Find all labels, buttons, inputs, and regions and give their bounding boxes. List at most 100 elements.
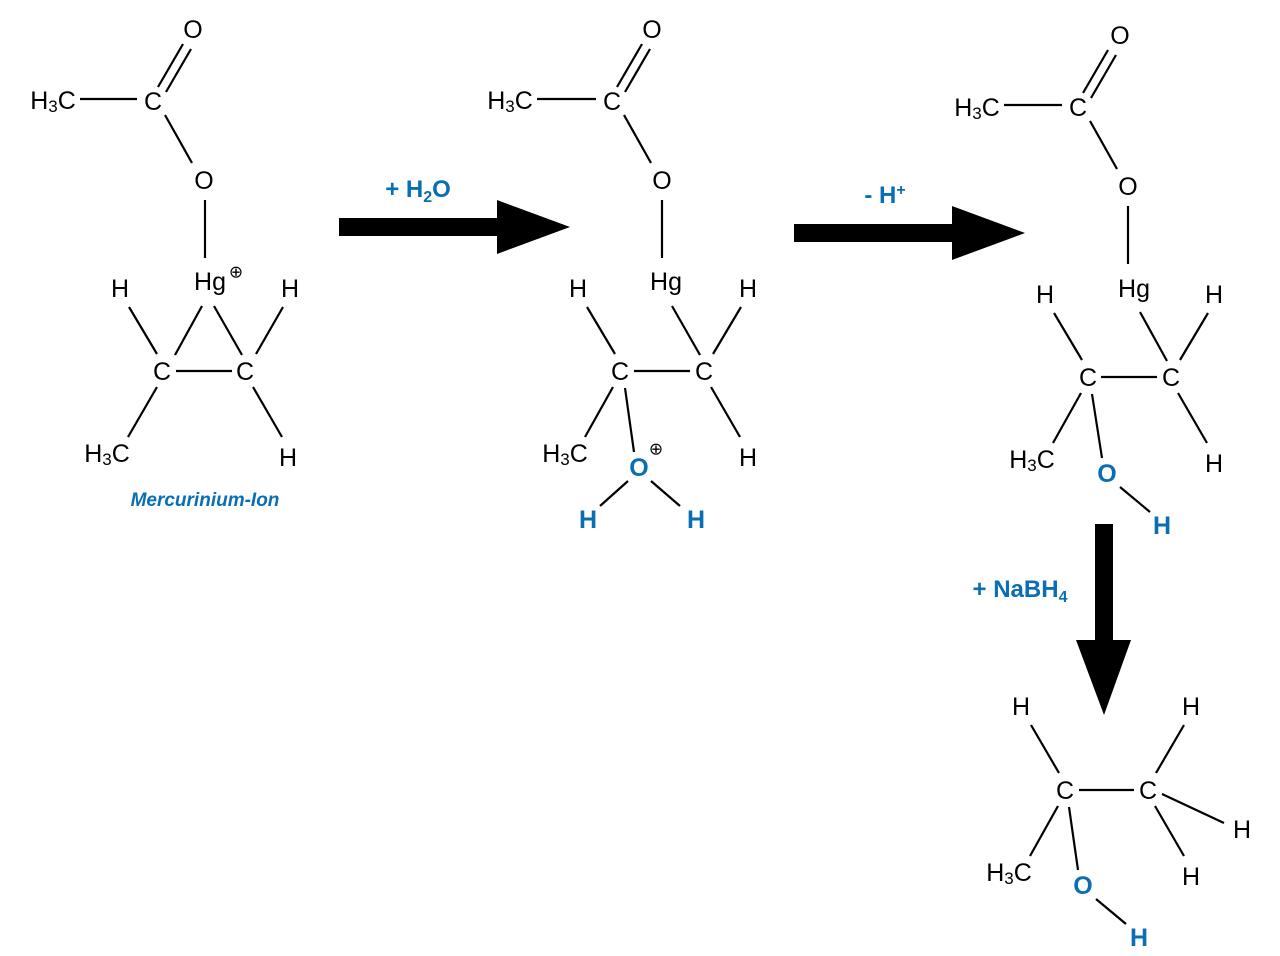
molecule-alcohol-product: H H C C H3C O H H H	[986, 693, 1251, 952]
molecule-mercurinium-ion: O H3C C O Hg ⊕ H H C C H3C H Mercurinium…	[30, 16, 299, 511]
arrow-head-icon	[952, 206, 1025, 260]
atom-carbon: C	[603, 88, 621, 116]
atom-hydrogen: H	[1036, 281, 1054, 309]
bond	[174, 305, 203, 356]
bond	[1095, 898, 1127, 925]
atom-hydrogen-hydroxyl: H	[1153, 512, 1171, 540]
atom-oxygen-oxonium: O	[629, 454, 648, 482]
atom-oxygen: O	[194, 167, 213, 195]
bond	[1067, 806, 1080, 871]
bond	[157, 43, 184, 88]
bond	[127, 386, 158, 438]
atom-carbon: C	[611, 358, 629, 386]
methyl-group: H3C	[542, 440, 588, 469]
atom-oxygen: O	[652, 167, 671, 195]
bond	[165, 48, 192, 93]
methyl-group: H3C	[487, 87, 533, 116]
bond	[1177, 392, 1208, 444]
atom-hydrogen: H	[1182, 863, 1200, 891]
atom-hydrogen: H	[111, 275, 129, 303]
arrow-shaft	[794, 224, 954, 242]
atom-hydrogen: H	[279, 444, 297, 472]
bond	[616, 43, 643, 88]
arrow-head-icon	[1076, 640, 1131, 715]
bond	[128, 306, 158, 355]
arrow-head-icon	[497, 200, 570, 254]
bond	[1052, 392, 1082, 444]
bond	[1029, 805, 1059, 857]
bond	[650, 480, 681, 507]
atom-oxygen: O	[183, 16, 202, 44]
methyl-group: H3C	[30, 87, 76, 116]
atom-oxygen: O	[1118, 173, 1137, 201]
reaction-arrow-1: + H2O	[339, 176, 570, 254]
bond	[1161, 793, 1225, 824]
arrow-shaft	[1095, 524, 1113, 642]
atom-hydrogen: H	[1233, 816, 1251, 844]
bond	[255, 306, 284, 355]
bond	[1090, 54, 1117, 99]
atom-carbon: C	[695, 358, 713, 386]
atom-hydrogen: H	[569, 275, 587, 303]
atom-mercury: Hg	[650, 268, 682, 296]
atom-mercury: Hg	[194, 268, 226, 296]
bond	[1089, 120, 1118, 170]
atom-oxygen: O	[642, 16, 661, 44]
bond	[586, 306, 616, 355]
atom-oxygen-hydroxyl: O	[1097, 460, 1116, 488]
molecule-organomercury-alcohol: O H3C C O Hg H H C C H3C O H H	[954, 22, 1223, 540]
bond	[599, 480, 629, 507]
reagent-sodium-borohydride: + NaBH4	[973, 576, 1068, 606]
methyl-group: H3C	[1009, 446, 1055, 475]
bond	[624, 48, 651, 93]
atom-hydrogen: H	[1205, 450, 1223, 478]
atom-hydrogen-water: H	[579, 506, 597, 534]
bond	[1154, 805, 1185, 857]
bond	[623, 387, 636, 453]
reaction-arrow-2: - H+	[794, 182, 1025, 260]
bond	[710, 386, 741, 438]
bond	[1139, 311, 1168, 362]
atom-hydrogen-hydroxyl: H	[1130, 924, 1148, 952]
methyl-group: H3C	[986, 859, 1032, 888]
atom-carbon: C	[1056, 777, 1074, 805]
atom-carbon: C	[236, 358, 254, 386]
molecule-oxonium-intermediate: O H3C C O Hg H H C C H3C O ⊕ H H H	[487, 16, 757, 534]
methyl-group: H3C	[84, 440, 130, 469]
bond	[213, 305, 243, 356]
atom-mercury: Hg	[1118, 275, 1150, 303]
bond	[1155, 724, 1185, 774]
atom-carbon: C	[1162, 364, 1180, 392]
atom-hydrogen: H	[281, 275, 299, 303]
bond	[671, 305, 701, 356]
atom-carbon: C	[1079, 364, 1097, 392]
atom-oxygen-hydroxyl: O	[1073, 872, 1092, 900]
atom-hydrogen: H	[1205, 281, 1223, 309]
reagent-proton-loss: - H+	[864, 182, 905, 209]
positive-charge-icon: ⊕	[229, 263, 243, 282]
atom-carbon: C	[153, 358, 171, 386]
atom-hydrogen: H	[739, 275, 757, 303]
atom-hydrogen: H	[1182, 693, 1200, 721]
bond	[1119, 486, 1151, 513]
positive-charge-icon: ⊕	[649, 440, 663, 459]
bond	[623, 114, 652, 164]
atom-oxygen: O	[1110, 22, 1129, 50]
methyl-group: H3C	[954, 94, 1000, 123]
bond	[1179, 312, 1209, 361]
arrow-shaft	[339, 218, 499, 236]
atom-hydrogen: H	[739, 444, 757, 472]
mercurinium-label: Mercurinium-Ion	[131, 490, 280, 511]
atom-hydrogen-water: H	[687, 506, 705, 534]
atom-carbon: C	[1139, 777, 1157, 805]
bond	[1030, 724, 1060, 774]
bond	[252, 386, 283, 438]
bond	[1082, 49, 1109, 94]
reagent-water: + H2O	[385, 176, 451, 206]
atom-hydrogen: H	[1012, 693, 1030, 721]
bond	[712, 306, 742, 355]
bond	[584, 386, 614, 438]
atom-carbon: C	[1069, 94, 1087, 122]
atom-carbon: C	[144, 88, 162, 116]
